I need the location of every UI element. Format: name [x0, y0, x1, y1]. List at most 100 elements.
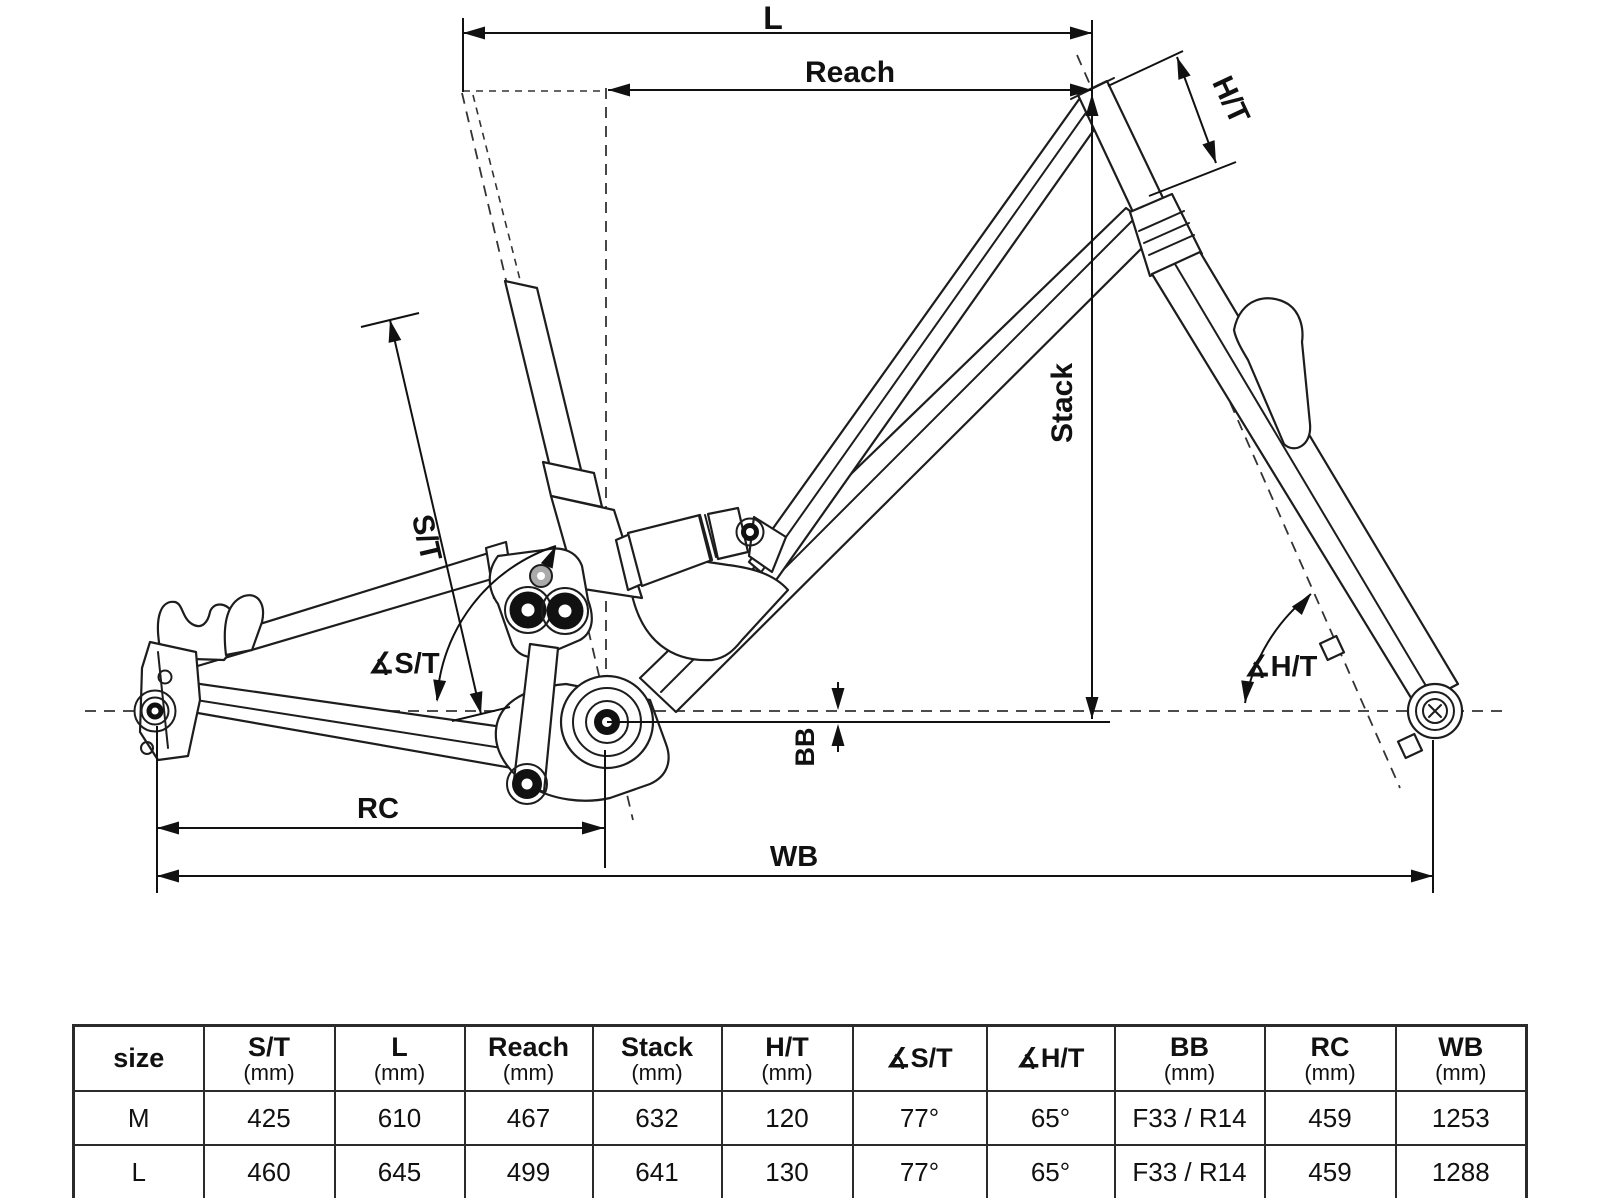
- bb-arrow-down: [831, 688, 845, 710]
- dim-label-l: L: [763, 0, 783, 36]
- shock-damper: [706, 506, 750, 561]
- fork-tab-upper: [1318, 634, 1346, 662]
- cell-m-reach: 467: [463, 1090, 594, 1146]
- cell-m-ht: 120: [720, 1090, 854, 1146]
- col-header-rc: RC(mm): [1263, 1024, 1397, 1092]
- col-header-st: S/T(mm): [202, 1024, 336, 1092]
- cell-l-l: 645: [333, 1144, 466, 1198]
- top-tube-inner-line: [761, 106, 1091, 572]
- header-row: size S/T(mm) L(mm) Reach(mm) Stack(mm) H…: [72, 1024, 1528, 1092]
- col-header-ht: H/T(mm): [720, 1024, 854, 1092]
- front-axle-inner: [1422, 698, 1448, 724]
- fork-tab-lower: [1396, 732, 1424, 760]
- stack-arrow-top: [1085, 94, 1099, 116]
- ht-tick-bottom: [1148, 161, 1237, 197]
- rear-axle-mid: [140, 696, 170, 726]
- dim-label-st-group: S/T: [405, 511, 448, 564]
- table-row-size-m: M 425 610 467 632 120 77° 65° F33 / R14 …: [72, 1090, 1528, 1146]
- ht-arrow-bottom: [1202, 140, 1216, 163]
- dropout-hole-upper: [157, 669, 173, 685]
- wb-arrow-right: [1411, 869, 1433, 883]
- pivot-right-center: [558, 604, 572, 618]
- lower-pivot-center: [521, 778, 533, 790]
- bb-arrow-up: [831, 724, 845, 746]
- fork-arch: [1232, 297, 1312, 450]
- dropout-hole-lower: [140, 741, 154, 755]
- cell-l-wb: 1288: [1394, 1144, 1528, 1198]
- col-header-stack: Stack(mm): [591, 1024, 723, 1092]
- pivot-left-center: [521, 603, 535, 617]
- col-header-angle-st: ∡S/T: [851, 1024, 988, 1092]
- pivot-right-outer: [541, 587, 589, 635]
- link-arm: [512, 642, 560, 794]
- col-header-size: size: [72, 1024, 205, 1092]
- dim-label-st: S/T: [405, 511, 448, 564]
- front-axle-mid: [1415, 691, 1455, 731]
- col-header-reach: Reach(mm): [463, 1024, 594, 1092]
- cell-l-bb: F33 / R14: [1113, 1144, 1266, 1198]
- shock-eye-outer: [735, 517, 765, 547]
- rc-arrow-left: [157, 821, 179, 835]
- fork-leg: [1150, 250, 1460, 708]
- cell-l-angle-ht: 65°: [985, 1144, 1116, 1198]
- dim-label-ht-group: H/T: [1205, 71, 1255, 129]
- ht-arrow-top: [1177, 57, 1191, 80]
- cell-l-ht: 130: [720, 1144, 854, 1198]
- cell-m-st: 425: [202, 1090, 336, 1146]
- bike-geometry-diagram: L Reach Stack H/T S/T ∡S/T ∡H/T BB: [85, 0, 1502, 893]
- cell-m-l: 610: [333, 1090, 466, 1146]
- lower-pivot-outer: [506, 763, 548, 805]
- shock-eye-center: [746, 528, 754, 536]
- cell-l-rc: 459: [1263, 1144, 1397, 1198]
- cell-m-angle-st: 77°: [851, 1090, 988, 1146]
- rear-axle-outer: [133, 689, 177, 733]
- st-arrow-top: [388, 320, 402, 343]
- col-header-l: L(mm): [333, 1024, 466, 1092]
- ht-angle-arrow-bottom: [1241, 680, 1255, 703]
- small-pivot-center: [537, 572, 545, 580]
- st-angle-arrow-bottom: [433, 679, 447, 702]
- stack-arrow-bottom: [1085, 697, 1099, 719]
- st-angle-arrow-top: [540, 546, 556, 569]
- shock-band-lines: [698, 514, 717, 560]
- dropout-horn-right: [223, 594, 265, 657]
- cell-l-st: 460: [202, 1144, 336, 1198]
- dim-label-reach: Reach: [805, 56, 895, 89]
- reach-arrow-left: [608, 83, 630, 97]
- chainstay-inner-line: [195, 699, 541, 755]
- angle-label-ht: ∡H/T: [1245, 651, 1318, 683]
- col-header-angle-ht: ∡H/T: [985, 1024, 1116, 1092]
- seatpost: [503, 279, 585, 480]
- dim-label-bb: BB: [790, 728, 820, 767]
- l-arrow-left: [463, 26, 485, 40]
- angle-label-st: ∡S/T: [368, 648, 439, 680]
- cell-m-wb: 1253: [1394, 1090, 1528, 1146]
- dim-label-rc: RC: [357, 793, 399, 825]
- cell-l-angle-st: 77°: [851, 1144, 988, 1198]
- wb-arrow-left: [157, 869, 179, 883]
- fork-leg-inner-line: [1174, 263, 1433, 697]
- dim-label-stack-group: Stack: [1046, 363, 1079, 443]
- cell-m-size: M: [72, 1090, 205, 1146]
- col-header-wb: WB(mm): [1394, 1024, 1528, 1092]
- ht-angle-arrow-top: [1291, 594, 1311, 616]
- rc-arrow-right: [582, 821, 604, 835]
- dim-label-bb-group: BB: [790, 728, 820, 767]
- headset-spacer-lines: [1138, 210, 1195, 256]
- cell-l-reach: 499: [463, 1144, 594, 1198]
- ht-tick-top: [1107, 50, 1184, 87]
- cell-m-bb: F33 / R14: [1113, 1090, 1266, 1146]
- dim-label-ht: H/T: [1205, 71, 1255, 129]
- cell-l-size: L: [72, 1144, 205, 1198]
- st-angle-arc: [436, 545, 557, 701]
- cell-m-angle-ht: 65°: [985, 1090, 1116, 1146]
- cell-m-stack: 632: [591, 1090, 723, 1146]
- table-row-size-l: L 460 645 499 641 130 77° 65° F33 / R14 …: [72, 1144, 1528, 1198]
- dim-label-stack: Stack: [1046, 363, 1079, 443]
- st-dim-line: [389, 319, 482, 715]
- cell-l-stack: 641: [591, 1144, 723, 1198]
- dim-label-wb: WB: [770, 841, 818, 873]
- front-axle-cross: [1428, 704, 1442, 718]
- st-arrow-bottom: [469, 691, 483, 714]
